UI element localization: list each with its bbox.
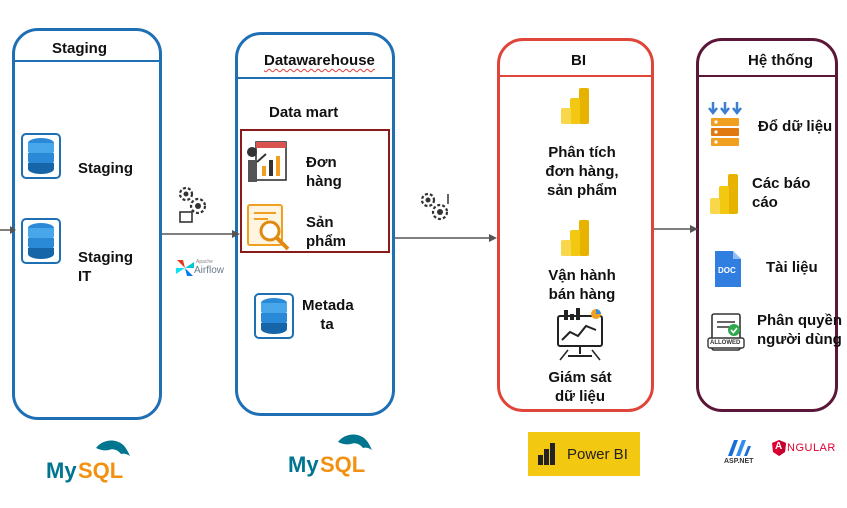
angular-label: NGULAR bbox=[787, 442, 836, 454]
system-title-divider bbox=[698, 75, 836, 77]
svg-text:My: My bbox=[46, 458, 77, 483]
metadata-label: Metada ta bbox=[302, 297, 354, 333]
database-icon bbox=[21, 218, 61, 269]
permission-icon bbox=[706, 312, 746, 363]
mysql-logo: My SQL bbox=[286, 430, 386, 485]
flow-arrow-bi-system bbox=[654, 221, 698, 239]
staging-title-divider bbox=[14, 60, 160, 62]
system-item-documents: Tài liệu bbox=[766, 259, 818, 276]
staging-title: Staging bbox=[52, 40, 107, 57]
powerbi-logo-text: Power BI bbox=[567, 446, 628, 463]
datawarehouse-title: Datawarehouse bbox=[264, 52, 375, 69]
staging-item-staging-it: Staging IT bbox=[78, 249, 133, 285]
angular-logo bbox=[772, 440, 786, 461]
bi-item-data-monitoring: Giám sát dữ liệu bbox=[548, 369, 612, 405]
allowed-label: ALLOWED bbox=[710, 340, 741, 346]
database-icon bbox=[254, 293, 294, 344]
datawarehouse-title-divider bbox=[237, 77, 393, 79]
staging-item-staging: Staging bbox=[78, 160, 133, 177]
bi-item-sales-operation: Vận hành bán hàng bbox=[548, 267, 616, 303]
product-analytics-icon bbox=[246, 203, 292, 256]
powerbi-icon bbox=[559, 218, 591, 263]
etl-gears-icon bbox=[176, 184, 208, 229]
datamart-box bbox=[240, 129, 390, 253]
flow-arrow-warehouse-bi bbox=[395, 230, 497, 248]
datamart-item-products: Sản phẩm bbox=[306, 214, 347, 250]
flow-arrow-staging-warehouse bbox=[162, 226, 240, 244]
airflow-logo bbox=[175, 259, 195, 282]
system-item-reports: Các báo cáo bbox=[752, 175, 811, 211]
system-item-user-permissions: Phân quyền người dùng bbox=[757, 312, 843, 348]
aspnet-label: ASP.NET bbox=[724, 458, 754, 465]
svg-text:SQL: SQL bbox=[320, 452, 365, 477]
angular-a-glyph: A bbox=[775, 441, 783, 452]
bi-item-order-product-analysis: Phân tích đơn hàng, sản phẩm bbox=[545, 144, 619, 199]
system-title: Hệ thống bbox=[748, 52, 813, 69]
doc-label: DOC bbox=[718, 266, 736, 275]
etl-gears-icon bbox=[418, 190, 452, 231]
order-analytics-icon bbox=[246, 138, 288, 189]
powerbi-logo-icon bbox=[538, 442, 556, 471]
powerbi-icon bbox=[708, 172, 740, 221]
airflow-apache-label: Apache bbox=[196, 259, 213, 265]
system-item-data-load: Đổ dữ liệu bbox=[758, 118, 833, 135]
datamart-item-orders: Đơn hàng bbox=[306, 154, 342, 190]
data-load-icon bbox=[705, 100, 745, 153]
document-icon bbox=[713, 249, 743, 294]
bi-title-divider bbox=[499, 75, 652, 77]
incoming-arrow bbox=[0, 222, 16, 240]
mysql-logo: My SQL bbox=[44, 436, 144, 491]
powerbi-icon bbox=[559, 86, 591, 131]
datamart-title: Data mart bbox=[269, 104, 339, 121]
aspnet-logo bbox=[726, 438, 752, 463]
monitoring-dashboard-icon bbox=[556, 308, 606, 367]
svg-text:My: My bbox=[288, 452, 319, 477]
svg-text:SQL: SQL bbox=[78, 458, 123, 483]
bi-title: BI bbox=[571, 52, 586, 69]
database-icon bbox=[21, 133, 61, 184]
airflow-label: Airflow bbox=[194, 265, 225, 276]
